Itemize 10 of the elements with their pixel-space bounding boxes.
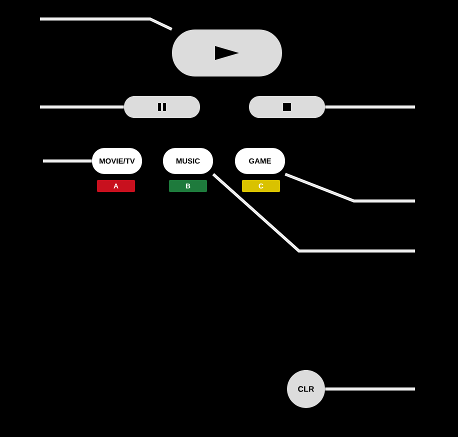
leader-line bbox=[325, 388, 416, 390]
leader-line bbox=[40, 18, 172, 31]
clear-button: CLR bbox=[287, 370, 325, 408]
leader-line bbox=[212, 173, 416, 252]
leader-line bbox=[284, 172, 416, 202]
pause-button bbox=[124, 96, 200, 118]
leader-line bbox=[42, 160, 92, 162]
leader-line bbox=[40, 106, 124, 108]
leader-line bbox=[325, 106, 416, 108]
stop-button bbox=[249, 96, 325, 118]
